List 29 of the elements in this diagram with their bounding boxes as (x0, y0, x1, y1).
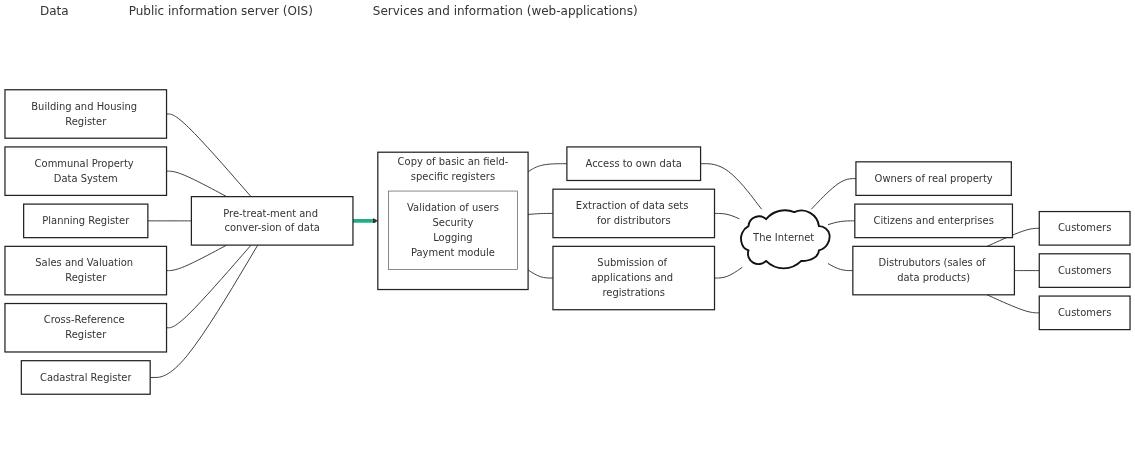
node-box: Extraction of data sets for distributors (552, 188, 716, 239)
column-heading: Data (40, 4, 69, 20)
node-box: Communal Property Data System (4, 146, 168, 196)
connector (147, 220, 192, 222)
connector (166, 244, 252, 329)
column-heading: Services and information (web-applications) (372, 4, 638, 20)
node-box: Access to own data (566, 146, 702, 182)
node-box: Cadastral Register (20, 360, 151, 395)
node-box: Distrubutors (sales of data products) (852, 245, 1016, 296)
connector (166, 170, 228, 198)
connector (986, 294, 1040, 314)
connector (986, 227, 1040, 247)
node-box: Planning Register (23, 203, 149, 239)
connector (714, 212, 740, 220)
connector (700, 163, 763, 210)
node-box: Citizens and enterprises (854, 203, 1014, 239)
node-box: Pre-treat-ment and conver-sion of data (190, 196, 354, 246)
node-box: Customers (1038, 210, 1131, 246)
column-heading: Public information server (OIS) (128, 4, 313, 20)
connector (166, 113, 252, 198)
node-box: Building and Housing Register (4, 89, 168, 139)
node-box: Submission of applications and registrations (552, 245, 716, 311)
connector (714, 266, 743, 279)
node-box: Cross-Reference Register (4, 302, 168, 353)
node-box: Customers (1038, 253, 1131, 288)
node-box: Customers (1038, 295, 1131, 331)
node-box: Sales and Valuation Register (4, 245, 168, 296)
node-box: Validation of users Security Logging Payment module (388, 190, 518, 270)
node-box: Owners of real property (855, 161, 1012, 196)
